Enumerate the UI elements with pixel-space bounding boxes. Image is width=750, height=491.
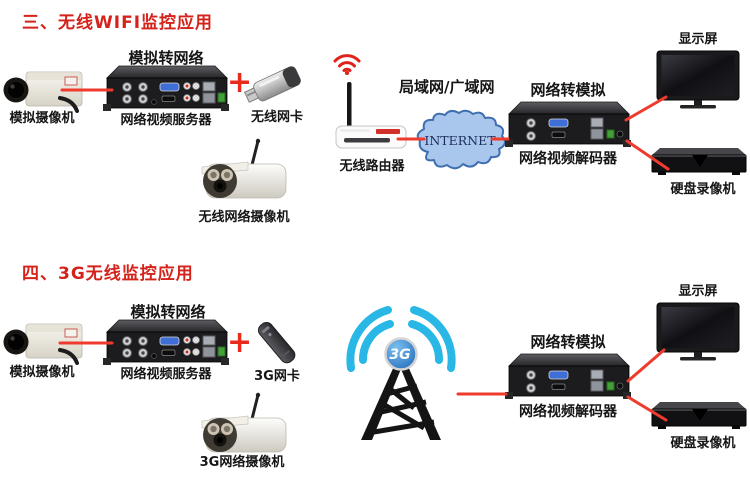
3g-dongle-label: 3G网卡 bbox=[254, 369, 300, 384]
network-to-analog-caption-2: 网络转模拟 bbox=[530, 333, 606, 351]
video-server-label: 网络视频服务器 bbox=[120, 367, 212, 382]
internet-cloud-text: INTERNET bbox=[424, 133, 496, 148]
video-decoder-label: 网络视频解码器 bbox=[519, 151, 617, 167]
wifi-dongle-image bbox=[243, 66, 301, 103]
wireless-ip-camera-label: 无线网络摄像机 bbox=[198, 210, 290, 225]
dvr-label: 硬盘录像机 bbox=[670, 436, 736, 451]
video-server-image bbox=[103, 319, 229, 365]
analog-to-network-caption-2: 模拟转网络 bbox=[130, 303, 206, 321]
analog-to-network-caption: 模拟转网络 bbox=[128, 49, 204, 67]
monitor-image bbox=[656, 50, 740, 109]
video-decoder-label: 网络视频解码器 bbox=[519, 404, 617, 420]
video-server-image bbox=[103, 65, 229, 111]
analog-camera-image bbox=[3, 71, 83, 113]
video-decoder-image bbox=[505, 353, 631, 399]
3g-ip-camera-label: 3G网络摄像机 bbox=[199, 455, 285, 470]
dvr-image bbox=[651, 148, 747, 175]
section-3g-title: 四、3G无线监控应用 bbox=[22, 264, 194, 284]
internet-cloud: INTERNET bbox=[416, 109, 506, 170]
wifi-signal-icon bbox=[333, 54, 361, 75]
monitor-label: 显示屏 bbox=[678, 284, 718, 299]
monitor-image bbox=[656, 302, 740, 361]
dvr-image bbox=[651, 402, 747, 429]
video-decoder-image bbox=[505, 101, 631, 147]
section-wifi-title: 三、无线WIFI监控应用 bbox=[22, 13, 214, 33]
analog-camera-image bbox=[3, 323, 83, 365]
monitor-label: 显示屏 bbox=[678, 32, 718, 47]
video-server-label: 网络视频服务器 bbox=[120, 113, 212, 128]
3g-dongle-image bbox=[257, 321, 296, 364]
lan-wan-label: 局域网/广域网 bbox=[399, 78, 495, 96]
analog-camera-label: 模拟摄像机 bbox=[9, 365, 75, 380]
wireless-router-image bbox=[335, 82, 407, 149]
wireless-ip-camera-image bbox=[201, 138, 287, 199]
3g-ip-camera-image bbox=[201, 392, 287, 453]
dvr-label: 硬盘录像机 bbox=[670, 182, 736, 197]
wifi-dongle-label: 无线网卡 bbox=[250, 110, 303, 125]
3g-tower-image: 3G bbox=[346, 306, 456, 440]
wireless-router-label: 无线路由器 bbox=[339, 159, 405, 174]
3g-badge-text: 3G bbox=[389, 347, 410, 363]
plus-icon: + bbox=[227, 325, 253, 360]
analog-camera-label: 模拟摄像机 bbox=[9, 111, 75, 126]
network-to-analog-caption: 网络转模拟 bbox=[530, 81, 606, 99]
